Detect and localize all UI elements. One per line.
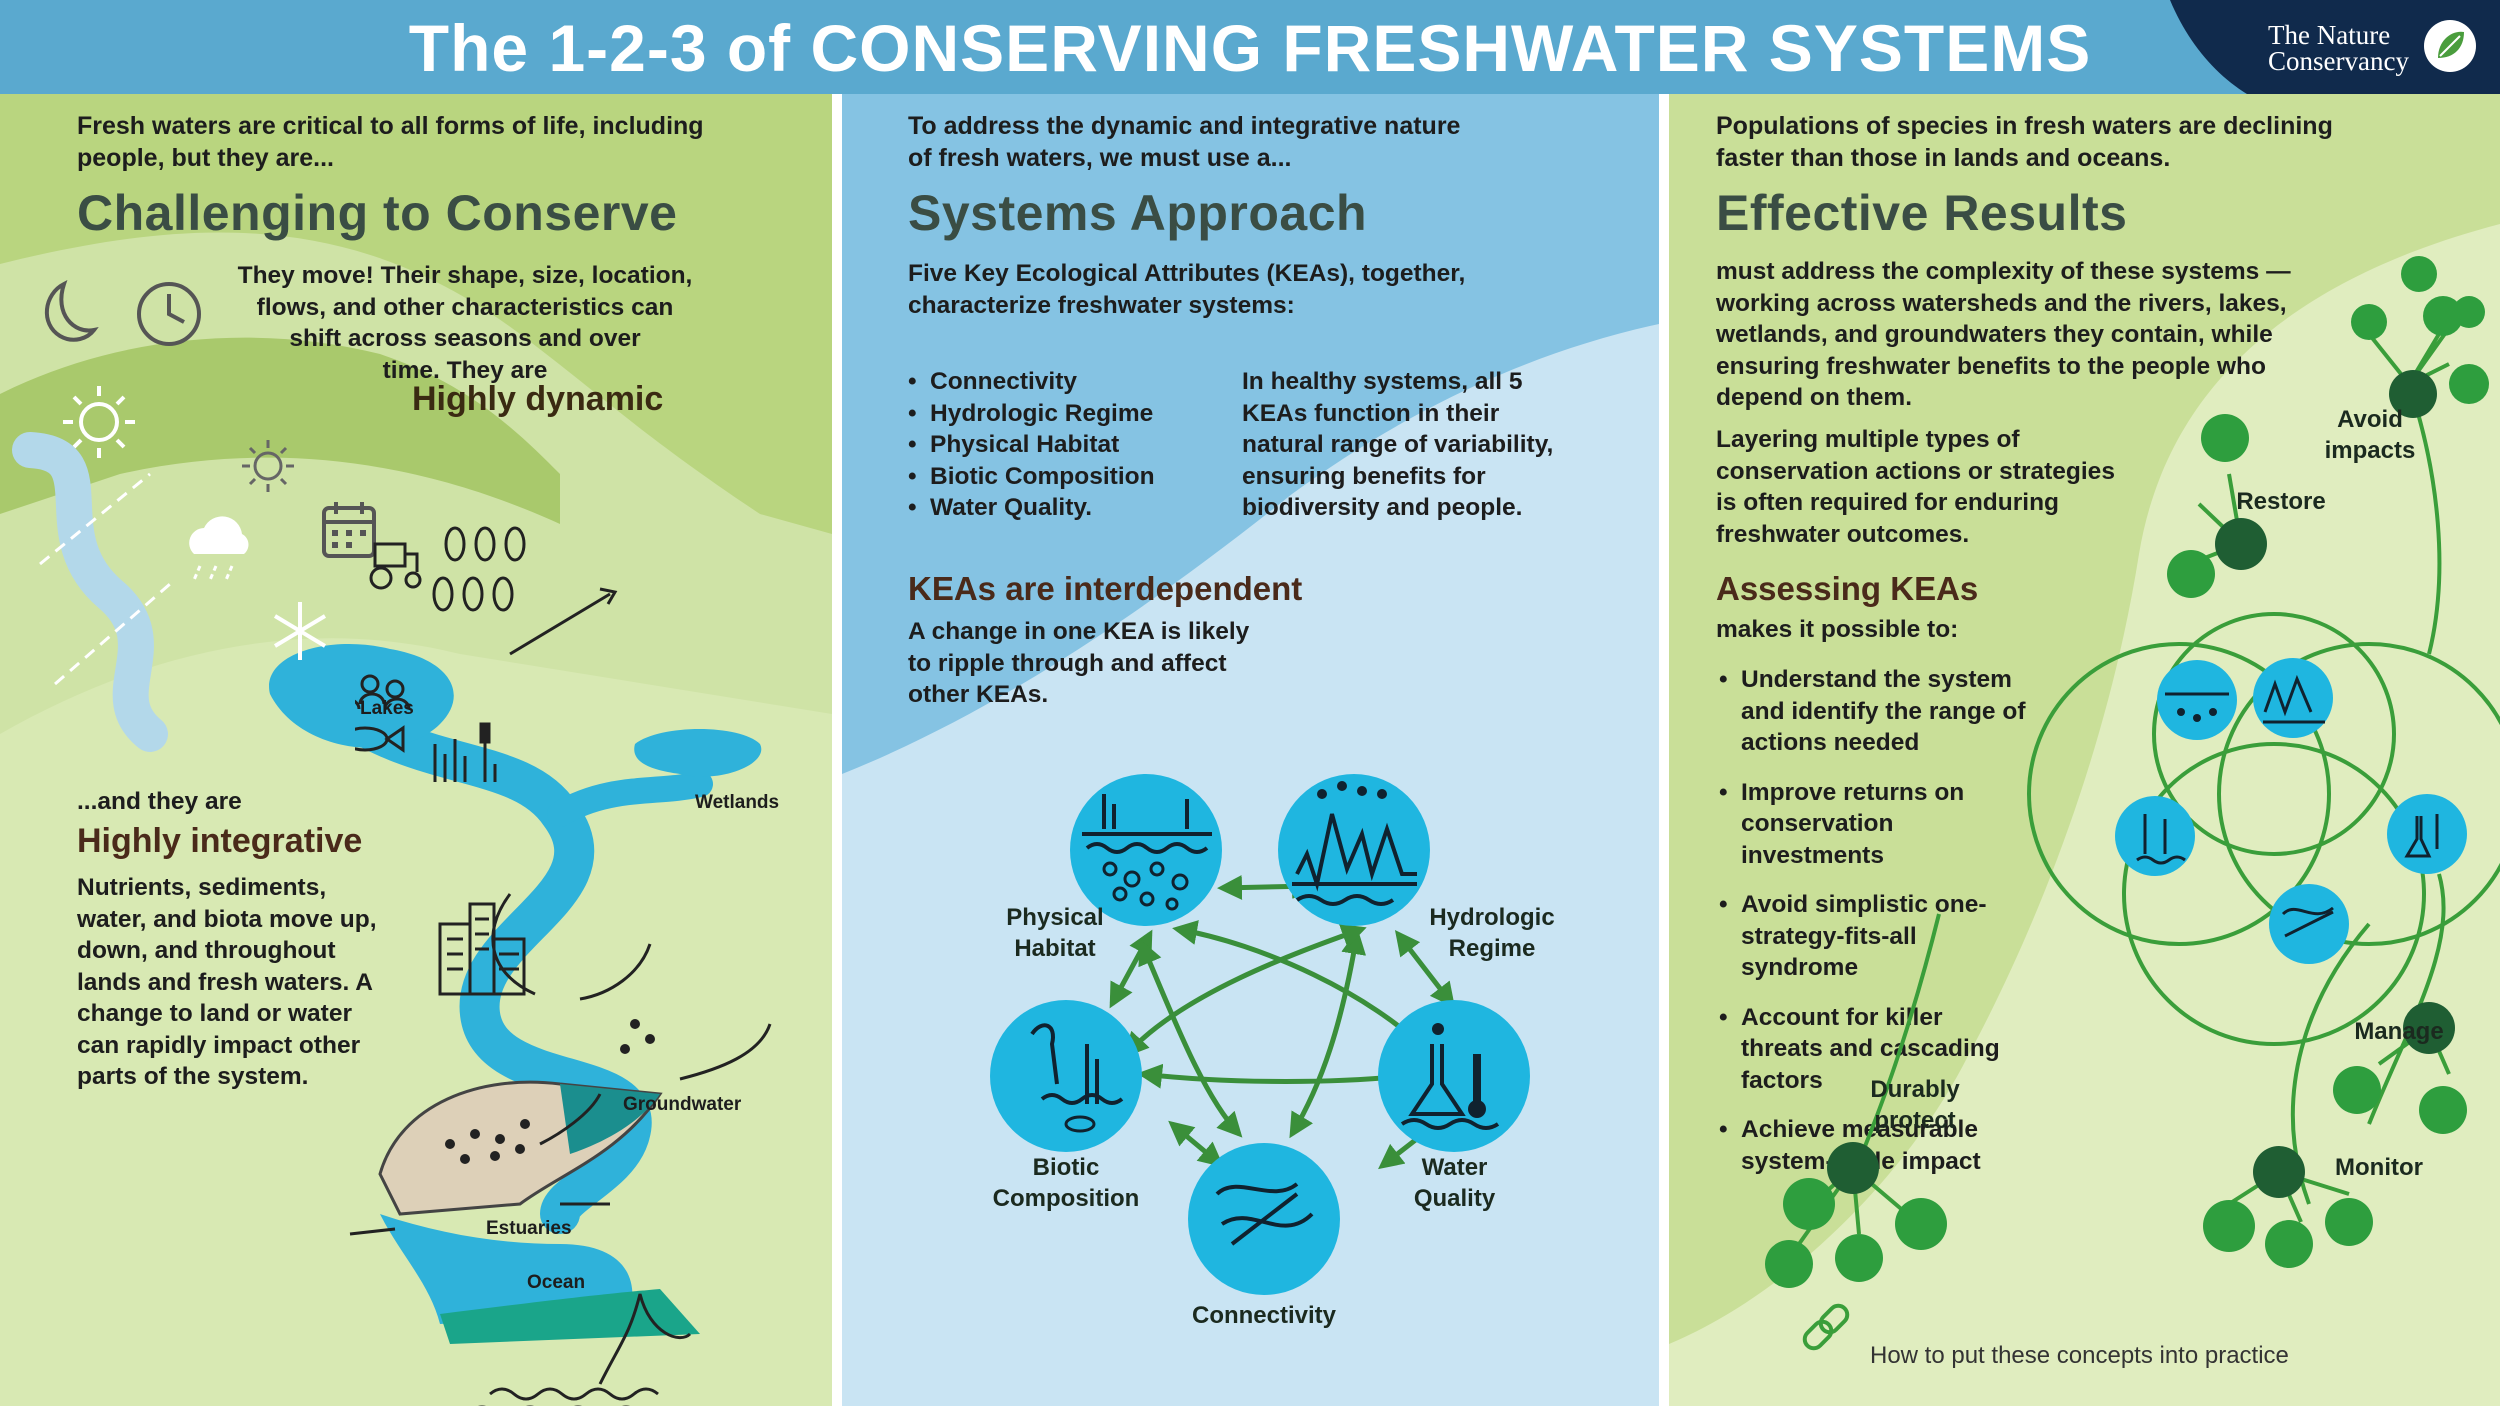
- assess-item: Understand the system and identify the r…: [1719, 664, 2029, 759]
- mini-kea-hydrologic-icon: [2253, 658, 2333, 738]
- action-network: [1765, 256, 2500, 1351]
- label-wetlands: Wetlands: [695, 792, 780, 813]
- panel-challenging: Fresh waters are critical to all forms o…: [0, 94, 832, 1406]
- integrative-label: Highly integrative: [77, 822, 363, 860]
- header-bar: [0, 0, 2500, 94]
- snowflake-icon: [273, 602, 327, 660]
- integrative-text: Nutrients, sediments, water, and biota m…: [77, 874, 377, 1090]
- page-title: The 1-2-3 of CONSERVING FRESHWATER SYSTE…: [408, 11, 2092, 85]
- kea-intro: Five Key Ecological Attributes (KEAs), t…: [908, 260, 1466, 319]
- sun-dim-icon: [242, 440, 294, 492]
- node-label-hydrologic-regime: Hydrologic Regime: [1429, 904, 1555, 962]
- kea-physical-habitat-icon: [1070, 774, 1222, 926]
- system-icons: [355, 526, 526, 996]
- dynamic-label: Highly dynamic: [412, 380, 664, 418]
- sun-icon: [63, 386, 135, 458]
- cloud-rain-icon: [189, 516, 249, 581]
- interdep-text: A change in one KEA is likely to ripple …: [908, 618, 1250, 708]
- landscape-background: [0, 232, 832, 1406]
- interdep-heading: KEAs are interdependent: [908, 570, 1303, 607]
- practice-link[interactable]: How to put these concepts into practice: [1870, 1342, 2289, 1369]
- kea-item: Water Quality.: [908, 492, 1228, 524]
- dynamic-line-1: They move! Their shape, size, location,: [237, 262, 693, 289]
- results-text-2: Layering multiple types of conservation …: [1716, 426, 2115, 548]
- assess-intro: makes it possible to:: [1716, 616, 1959, 643]
- kea-connectivity-icon: [1188, 1143, 1340, 1295]
- dynamic-line-2: flows, and other characteristics can: [256, 293, 674, 321]
- tnc-logo: The Nature Conservancy: [2268, 20, 2409, 76]
- leaf-logo-icon: [2424, 20, 2476, 72]
- col2-intro: To address the dynamic and integrative n…: [908, 112, 1461, 172]
- label-groundwater: Groundwater: [623, 1094, 742, 1115]
- integrative-intro: ...and they are: [77, 788, 242, 815]
- panel-effective-results: Populations of species in fresh waters a…: [1669, 94, 2500, 1406]
- node-label-avoid-impacts: Avoid impacts: [2324, 406, 2416, 464]
- kea-item: Connectivity: [908, 366, 1228, 398]
- mini-kea-water-icon: [2387, 794, 2467, 874]
- kea-item: Biotic Composition: [908, 461, 1228, 493]
- node-label-restore: Restore: [2236, 488, 2326, 515]
- people-fish-icon: [355, 674, 411, 753]
- dynamic-line-4: time. They are: [382, 356, 548, 384]
- corn-icon: [432, 526, 526, 612]
- col1-heading: Challenging to Conserve: [77, 185, 678, 241]
- kea-network: [990, 774, 1530, 1295]
- moon-icon: [44, 280, 99, 342]
- link-icon: [1802, 1303, 1850, 1351]
- results-text-1: must address the complexity of these sys…: [1716, 258, 2291, 411]
- kea-water-quality-icon: [1378, 1000, 1530, 1152]
- label-lakes: Lakes: [360, 698, 414, 719]
- panel-systems-approach: To address the dynamic and integrative n…: [842, 94, 1659, 1406]
- kea-biotic-composition-icon: [990, 1000, 1142, 1152]
- logo-line-2: Conservancy: [2268, 46, 2409, 76]
- assess-item: Improve returns on conservation investme…: [1719, 777, 2029, 872]
- dynamic-text: They move! Their shape, size, location, …: [180, 260, 750, 386]
- tractor-icon: [369, 542, 422, 590]
- assess-item: Account for killer threats and cascading…: [1719, 1002, 2029, 1097]
- node-label-physical-habitat: Physical Habitat: [1006, 904, 1104, 962]
- calendar-icon: [322, 502, 376, 558]
- buildings-icon: [438, 902, 526, 996]
- kea-item: Physical Habitat: [908, 429, 1228, 461]
- assess-item: Avoid simplistic one-strategy-fits-all s…: [1719, 889, 2029, 984]
- node-label-biotic-composition: Biotic Composition: [992, 1154, 1140, 1212]
- col1-intro: Fresh waters are critical to all forms o…: [77, 112, 704, 172]
- kea-item: Hydrologic Regime: [908, 398, 1228, 430]
- season-icons: [44, 280, 376, 660]
- node-label-connectivity: Connectivity: [1191, 1302, 1337, 1329]
- node-label-water-quality: Water Quality: [1413, 1154, 1496, 1212]
- node-label-monitor: Monitor: [2335, 1154, 2423, 1181]
- reeds-icon: [433, 722, 497, 782]
- node-label-manage: Manage: [2354, 1018, 2444, 1045]
- dynamic-line-3: shift across seasons and over: [289, 325, 641, 352]
- col2-heading: Systems Approach: [908, 185, 1368, 241]
- logo-background: [2170, 0, 2500, 112]
- label-estuaries: Estuaries: [486, 1218, 572, 1239]
- logo-line-1: The Nature: [2268, 20, 2391, 50]
- label-ocean: Ocean: [527, 1272, 586, 1293]
- mini-kea-connectivity-icon: [2269, 884, 2349, 964]
- mini-kea-physical-icon: [2157, 660, 2237, 740]
- assess-list: Understand the system and identify the r…: [1719, 664, 2029, 1177]
- col3-heading: Effective Results: [1716, 185, 2128, 241]
- assess-item: Achieve measurable system-scale impact: [1719, 1114, 2029, 1177]
- col3-intro: Populations of species in fresh waters a…: [1716, 112, 2333, 172]
- healthy-text: In healthy systems, all 5 KEAs function …: [1242, 368, 1554, 521]
- node-label-durably-protect: Durably protect: [1870, 1076, 1960, 1134]
- kea-hydrologic-regime-icon: [1278, 774, 1430, 926]
- mini-kea-biotic-icon: [2115, 796, 2195, 876]
- assess-heading: Assessing KEAs: [1716, 570, 1979, 607]
- kea-list: Connectivity Hydrologic Regime Physical …: [908, 366, 1228, 524]
- clock-icon: [137, 282, 201, 346]
